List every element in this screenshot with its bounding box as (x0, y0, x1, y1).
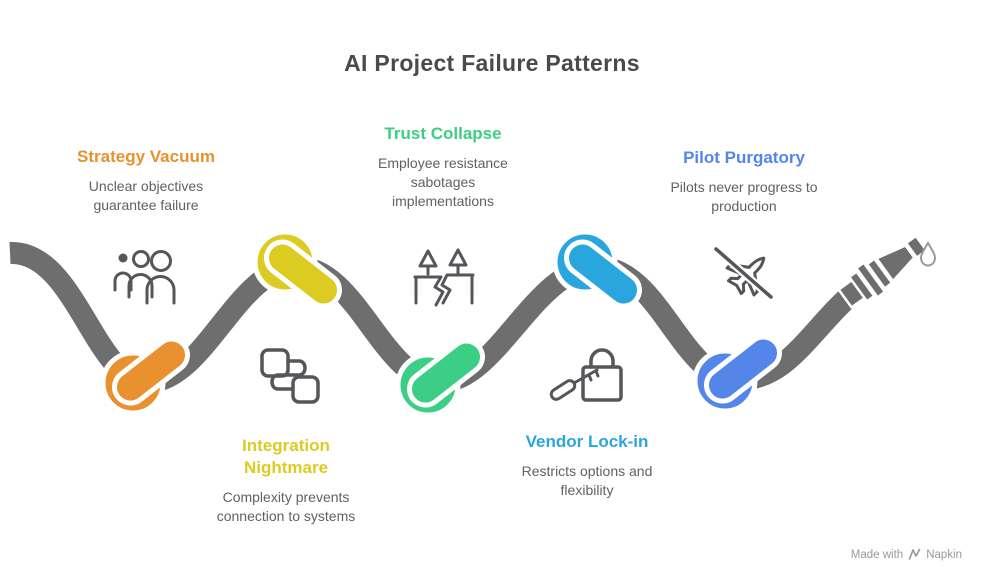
pattern-label-vendor-lock-in: Vendor Lock-in Restricts options and fle… (477, 431, 697, 500)
knot-strategy-vacuum (100, 336, 190, 416)
pattern-title: Strategy Vacuum (77, 147, 215, 166)
watermark-link[interactable]: Made with Napkin (851, 548, 962, 561)
pattern-label-strategy-vacuum: Strategy Vacuum Unclear objectives guara… (36, 146, 256, 215)
watermark-prefix: Made with (850, 548, 904, 561)
hose-nozzle (837, 234, 928, 309)
pattern-description: Restricts options and flexibility (521, 463, 653, 498)
pattern-label-pilot-purgatory: Pilot Purgatory Pilots never progress to… (634, 147, 854, 216)
page-title: AI Project Failure Patterns (344, 50, 640, 76)
people-group-icon (113, 250, 176, 305)
pattern-description: Unclear objectives guarantee failure (88, 178, 204, 213)
grounded-plane-icon (713, 245, 774, 301)
pattern-title: Pilot Purgatory (683, 148, 805, 167)
knot-trust-collapse (395, 338, 485, 418)
knot-pilot-purgatory (692, 334, 782, 414)
pattern-description: Complexity prevents connection to system… (216, 489, 356, 525)
knot-integration-nightmare (252, 229, 342, 309)
knot-vendor-lock-in (552, 229, 642, 309)
pattern-label-integration-nightmare: Integration Nightmare Complexity prevent… (199, 435, 374, 526)
pattern-description: Employee resistance sabotages implementa… (378, 155, 508, 209)
pattern-title: Integration Nightmare (242, 436, 330, 478)
pattern-label-trust-collapse: Trust Collapse Employee resistance sabot… (333, 123, 553, 211)
lock-key-icon (549, 348, 623, 402)
watermark-brand: Napkin (926, 548, 962, 561)
pattern-title: Vendor Lock-in (525, 432, 649, 451)
pattern-description: Pilots never progress to production (670, 179, 818, 214)
workflow-icon (260, 348, 320, 404)
napkin-logo-icon (908, 548, 921, 560)
broken-trust-icon (413, 248, 475, 307)
pattern-title: Trust Collapse (384, 124, 502, 143)
water-drop-icon (919, 240, 937, 267)
